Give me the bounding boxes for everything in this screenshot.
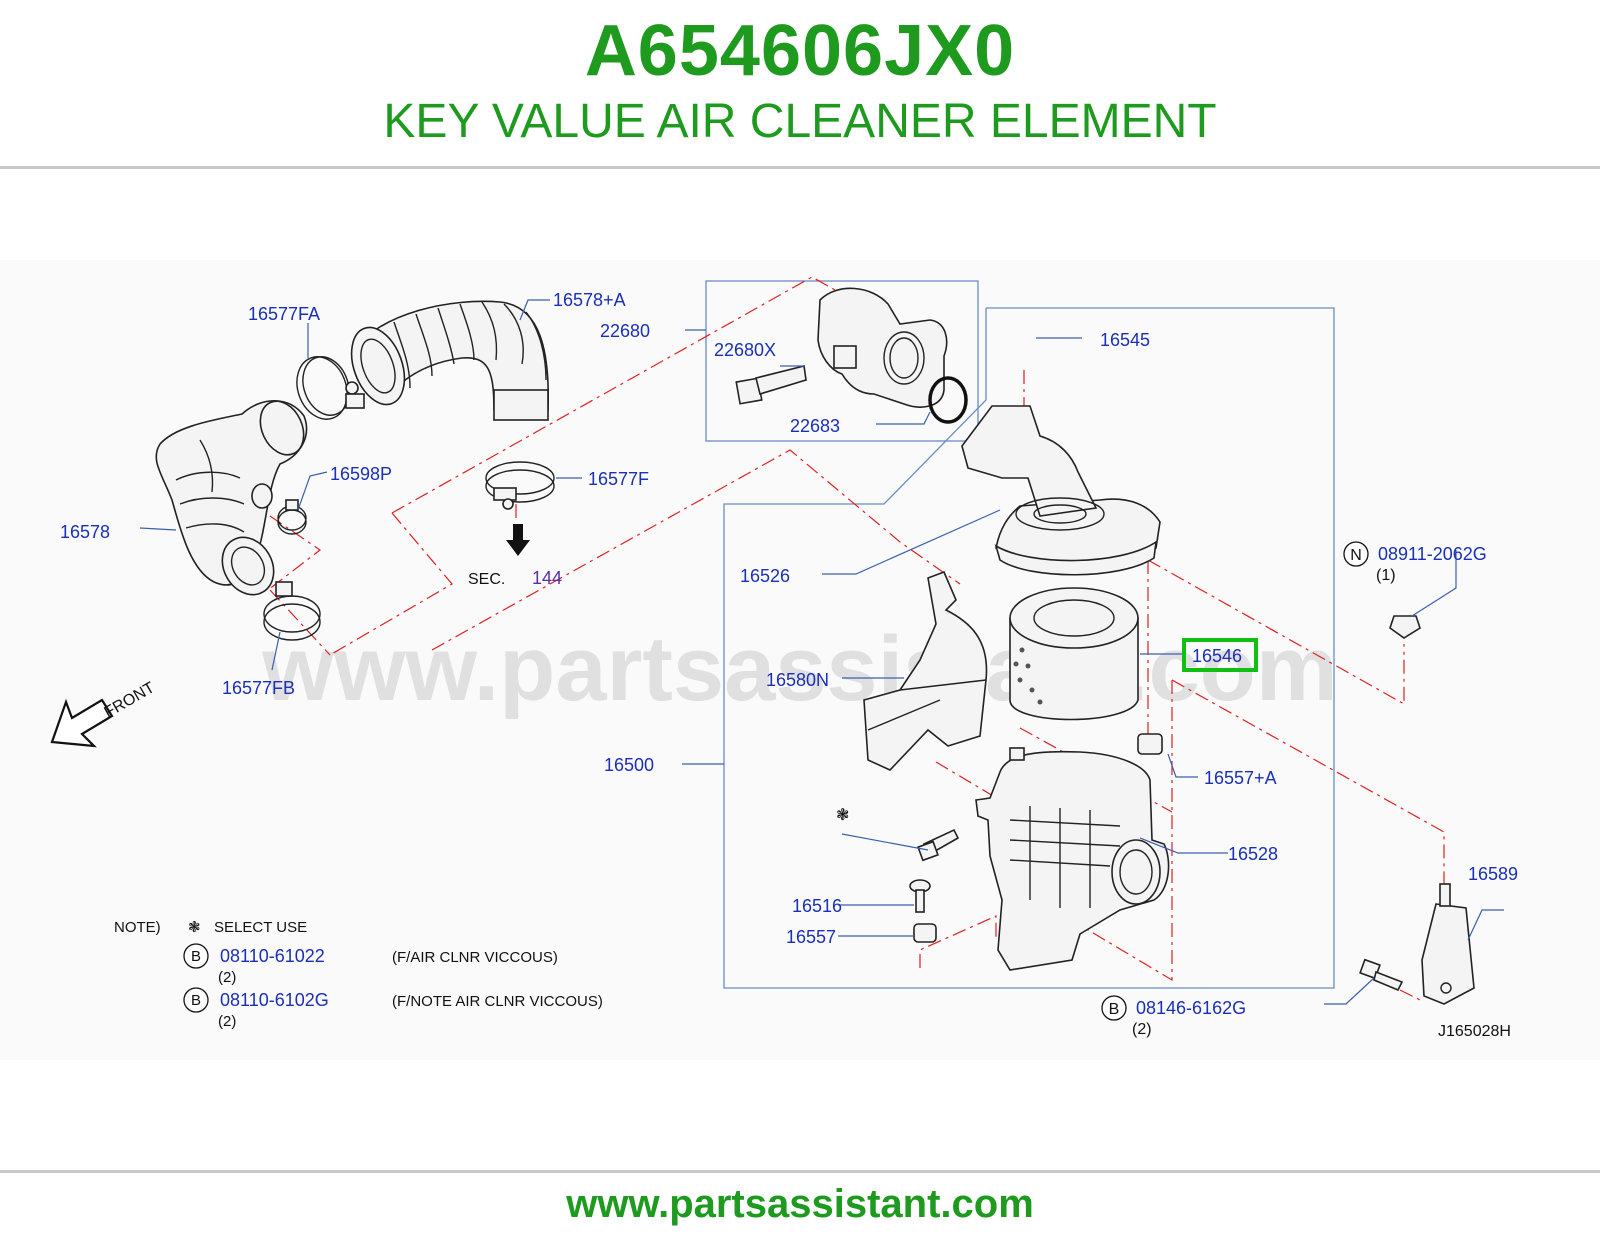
callout-16580N: 16580N xyxy=(766,670,829,690)
callout-16577FB: 16577FB xyxy=(222,678,295,698)
note-item-2-qty: (2) xyxy=(218,1013,236,1030)
callout-16500: 16500 xyxy=(604,755,654,775)
bolt-16516 xyxy=(909,879,931,913)
sec-label: SEC. xyxy=(468,571,505,588)
part-title: KEY VALUE AIR CLEANER ELEMENT xyxy=(383,95,1217,148)
diagram-canvas: www.partsassistant.com xyxy=(50,276,1518,1040)
sec-arrow xyxy=(506,524,530,556)
bolt-select-use xyxy=(917,828,960,862)
callout-16589: 16589 xyxy=(1468,864,1518,884)
resonator-16580N xyxy=(863,570,988,771)
callout-16557: 16557 xyxy=(786,927,836,947)
leader-lines xyxy=(139,299,1504,1005)
note-block: NOTE) ❃ SELECT USE B 08110-61022 (F/AIR … xyxy=(114,919,603,1030)
clamp-16577FB xyxy=(263,581,321,641)
note-item-1-part: 08110-61022 xyxy=(220,946,325,966)
callout-16598P: 16598P xyxy=(330,464,392,484)
note-item-2-desc: (F/NOTE AIR CLNR VICCOUS) xyxy=(392,993,603,1010)
note-symbol: ❃ xyxy=(188,919,201,936)
note-label: NOTE) xyxy=(114,919,161,936)
callout-16526: 16526 xyxy=(740,566,790,586)
n-marker: N xyxy=(1350,547,1362,564)
note-item-1-marker-circle xyxy=(183,943,209,969)
callout-16516: 16516 xyxy=(792,896,842,916)
clamp-16577F xyxy=(485,461,555,510)
callout-16578A: 16578+A xyxy=(553,290,626,310)
bottom-divider xyxy=(0,1170,1600,1173)
callout-08146-qty: (2) xyxy=(1132,1021,1152,1038)
filter-element-16546 xyxy=(1009,587,1139,721)
front-label: FRONT xyxy=(102,679,158,721)
note-item-1-qty: (2) xyxy=(218,969,236,986)
grommet-16557 xyxy=(913,923,937,943)
sensor-box xyxy=(705,280,979,442)
lower-case-16528 xyxy=(975,747,1170,971)
b-marker-circle xyxy=(1101,995,1127,1021)
callout-16577FA: 16577FA xyxy=(248,304,320,324)
callout-16577F: 16577F xyxy=(588,469,649,489)
resonator-duct-16578 xyxy=(155,400,308,596)
callout-16528: 16528 xyxy=(1228,844,1278,864)
callout-16545: 16545 xyxy=(1100,330,1150,350)
note-item-1-marker: B xyxy=(191,948,201,965)
sec-number: 144 xyxy=(532,568,562,588)
footer-url-link[interactable]: www.partsassistant.com xyxy=(566,1182,1034,1226)
note-item-1-desc: (F/AIR CLNR VICCOUS) xyxy=(392,949,558,966)
bolt-08146 xyxy=(1359,958,1404,992)
note-item-2-marker-circle xyxy=(183,987,209,1013)
maf-sensor-22680 xyxy=(817,287,948,408)
assembly-box xyxy=(723,307,1335,989)
callout-16546: 16546 xyxy=(1192,646,1242,666)
callout-22680: 22680 xyxy=(600,321,650,341)
highlight-box xyxy=(1182,638,1258,672)
note-select-use: SELECT USE xyxy=(214,919,307,936)
air-duct-hose xyxy=(350,300,550,421)
n-marker-circle xyxy=(1343,541,1369,567)
grommet-16557A xyxy=(1137,733,1163,755)
drawing-code: J165028H xyxy=(1438,1023,1511,1040)
header: A654606JX0 KEY VALUE AIR CLEANER ELEMENT xyxy=(0,0,1600,168)
callout-22683: 22683 xyxy=(790,416,840,436)
callout-08911-qty: (1) xyxy=(1376,567,1396,584)
watermark-text: www.partsassistant.com xyxy=(261,618,1337,720)
bracket-16589 xyxy=(1421,883,1475,1005)
callout-16578: 16578 xyxy=(60,522,110,542)
callout-08146: 08146-6162G xyxy=(1136,998,1246,1018)
upper-cover-16526 xyxy=(961,405,1161,576)
clamp-16577FA xyxy=(296,356,365,420)
note-item-2-marker: B xyxy=(191,992,201,1009)
top-divider xyxy=(0,166,1600,169)
b-marker: B xyxy=(1109,1001,1120,1018)
part-number: A654606JX0 xyxy=(584,11,1016,91)
parts-diagram: www.partsassistant.com xyxy=(0,260,1600,1060)
dashed-guides xyxy=(267,276,1445,1001)
callout-16557A: 16557+A xyxy=(1204,768,1277,788)
clamp-16598P xyxy=(277,499,307,535)
nut-08911 xyxy=(1389,615,1421,639)
front-arrow-icon xyxy=(50,698,114,748)
callout-22680X: 22680X xyxy=(714,340,776,360)
note-item-2-part: 08110-6102G xyxy=(220,990,329,1010)
callout-08911: 08911-2062G xyxy=(1378,544,1487,564)
sensor-22680X xyxy=(735,365,807,405)
select-use-symbol: ❃ xyxy=(836,807,849,824)
o-ring-22683 xyxy=(928,376,968,424)
